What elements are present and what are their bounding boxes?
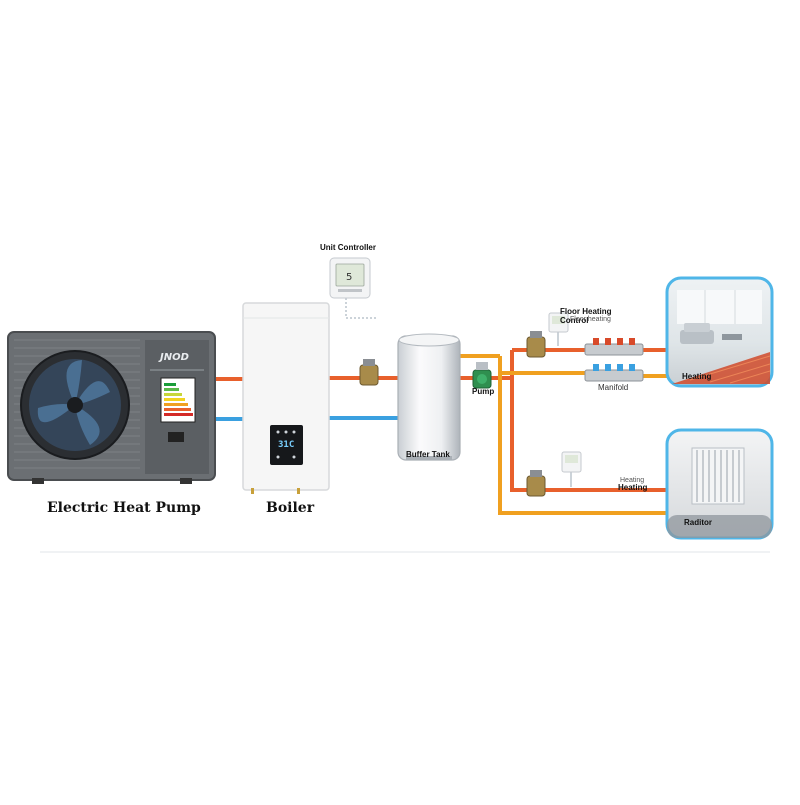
floor-heating-control-label: Floor Heating Control — [560, 307, 612, 325]
boiler-label: Boiler — [266, 500, 315, 516]
room-radiator — [665, 428, 774, 540]
buffer-tank — [397, 333, 461, 461]
fan-icon — [20, 350, 130, 460]
floor-thermostat-icon — [548, 312, 569, 333]
boiler-display — [270, 425, 303, 465]
radiator-thermostat-icon — [561, 451, 582, 473]
manifold-top — [584, 338, 644, 356]
controller-wire — [345, 298, 378, 319]
svg-text:5: 5 — [346, 272, 352, 283]
boiler-display-value: 31C — [278, 440, 294, 450]
thermostat-icon: 5 — [329, 257, 371, 299]
heat-pump-unit: JNOD — [7, 331, 216, 484]
buffer-tank-label: Buffer Tank — [406, 450, 450, 459]
pump-icon — [472, 362, 492, 389]
valve-icon-floor — [526, 331, 546, 358]
heating-pipe-label: Heating — [618, 483, 648, 492]
pump-label: Pump — [472, 387, 495, 396]
floor-heating-ghost-label: Floor heating — [570, 316, 611, 323]
boiler-unit: 31C — [242, 302, 330, 494]
manifold-bottom — [584, 364, 644, 382]
valve-icon — [359, 359, 379, 386]
heat-pump-label: Electric Heat Pump — [47, 500, 201, 516]
heat-pump-brand: JNOD — [158, 352, 189, 363]
manifold-label: Manifold — [598, 383, 629, 392]
heating-ghost-label: Heating — [620, 477, 645, 484]
unit-controller-label: Unit Controller — [320, 243, 376, 252]
heating-room-label: Heating — [682, 372, 712, 381]
radiator-icon — [691, 447, 745, 505]
room-floor-heating — [665, 276, 774, 388]
radiator-room-label: Raditor — [684, 518, 712, 527]
sofa-icon — [680, 323, 714, 344]
valve-icon-radiator — [526, 470, 546, 497]
